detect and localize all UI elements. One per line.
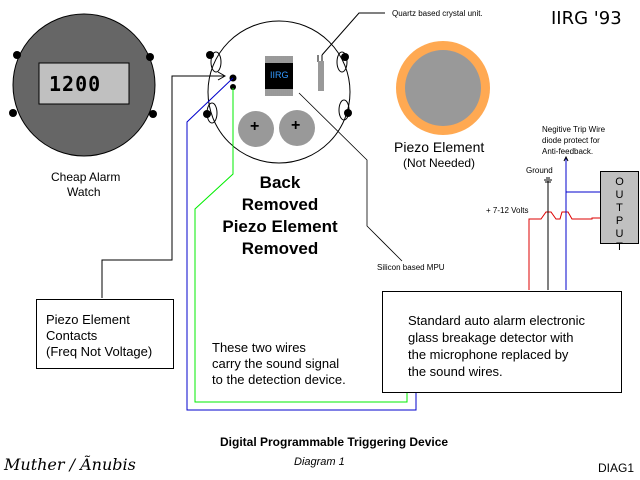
contacts-line: Contacts [46,328,98,343]
output-letter: U [615,189,624,201]
watch-label-line2: Watch [67,185,101,199]
watch-lug [149,110,157,118]
piezo-element [396,41,490,135]
mpu-chip [265,56,293,96]
case-clip [210,51,222,73]
caption-line: Piezo Element [222,217,338,236]
back-removed-caption: Back Removed Piezo Element Removed [210,172,350,260]
trip-note-line: diode protect for [542,136,600,145]
voltage-label: + 7-12 Volts [486,206,529,215]
case-lug [203,110,211,118]
battery [279,110,315,146]
watch-back [203,20,352,164]
watch-label-line1: Cheap Alarm [51,170,121,184]
wires-note-line: These two wires [212,340,306,355]
irg-logo: IIRG '93 [551,8,622,29]
output-letter: U [615,228,624,240]
watch-time-display: 1200 [49,72,102,96]
trip-wire-note: Negitive Trip Wire diode protect for Ant… [542,124,605,157]
caption-line: Back [259,173,301,192]
wires-note-line: carry the sound signal [212,356,340,371]
trip-note-line: Anti-feedback. [542,147,594,156]
piezo-label-line2: (Not Needed) [403,156,476,170]
watch-lug [13,51,21,59]
watch-lug [146,53,154,61]
chip-label: IIRG [270,70,289,80]
wires-note-line: to the detection device. [212,372,346,387]
quartz-crystal [318,61,324,91]
arrow-head [217,71,227,81]
piezo-contacts-box: Piezo Element Contacts (Freq Not Voltage… [36,299,174,369]
authors-signature: Muther / Ãnubis [4,455,136,474]
output-box: O U T P U T [600,171,639,253]
battery [238,111,274,147]
trip-note-line: Negitive Trip Wire [542,125,606,134]
wires-note: These two wires carry the sound signal t… [212,340,346,388]
piezo-center [405,50,481,126]
watch-display [38,62,130,105]
diagram-subtitle: Diagram 1 [294,456,345,468]
output-letter: T [616,241,623,253]
wire-blue [186,77,417,411]
alarm-watch [9,13,157,157]
detector-line: the microphone replaced by [408,347,569,362]
arrow-trip [563,155,569,162]
output-letter: O [615,176,624,188]
contacts-line: (Freq Not Voltage) [46,344,153,359]
battery-plus-icon: + [250,118,260,135]
watch-back-case [207,20,351,164]
caption-line: Removed [241,195,319,214]
crystal-label: Quartz based crystal unit. [392,9,483,18]
mpu-label: Silicon based MPU [377,263,445,272]
caption-line: Removed [241,239,319,258]
diagram-code: DIAG1 [598,461,635,475]
output-letter: P [615,215,624,227]
detector-box: Standard auto alarm electronic glass bre… [382,291,622,393]
mpu-chip-body [265,63,293,89]
piezo-contact [230,84,236,90]
detector-line: the sound wires. [408,364,503,379]
watch-lug [9,109,17,117]
case-lug [344,109,352,117]
case-clip [336,51,348,73]
diagram-title: Digital Programmable Triggering Device [220,435,449,449]
wire-green [194,88,408,403]
contacts-line: Piezo Element [46,312,130,327]
mpu-leader-line [298,92,403,262]
battery-plus-icon: + [291,117,301,134]
case-lug [341,53,349,61]
crystal-leader-line [321,12,385,56]
wire-red [528,211,601,290]
detector-line: glass breakage detector with [408,330,574,345]
wire-black-contacts [101,75,224,298]
ground-label: Ground [526,166,553,175]
piezo-label-line1: Piezo Element [394,139,485,155]
output-letter: T [616,202,623,214]
case-lug [206,51,214,59]
detector-line: Standard auto alarm electronic [408,313,586,328]
